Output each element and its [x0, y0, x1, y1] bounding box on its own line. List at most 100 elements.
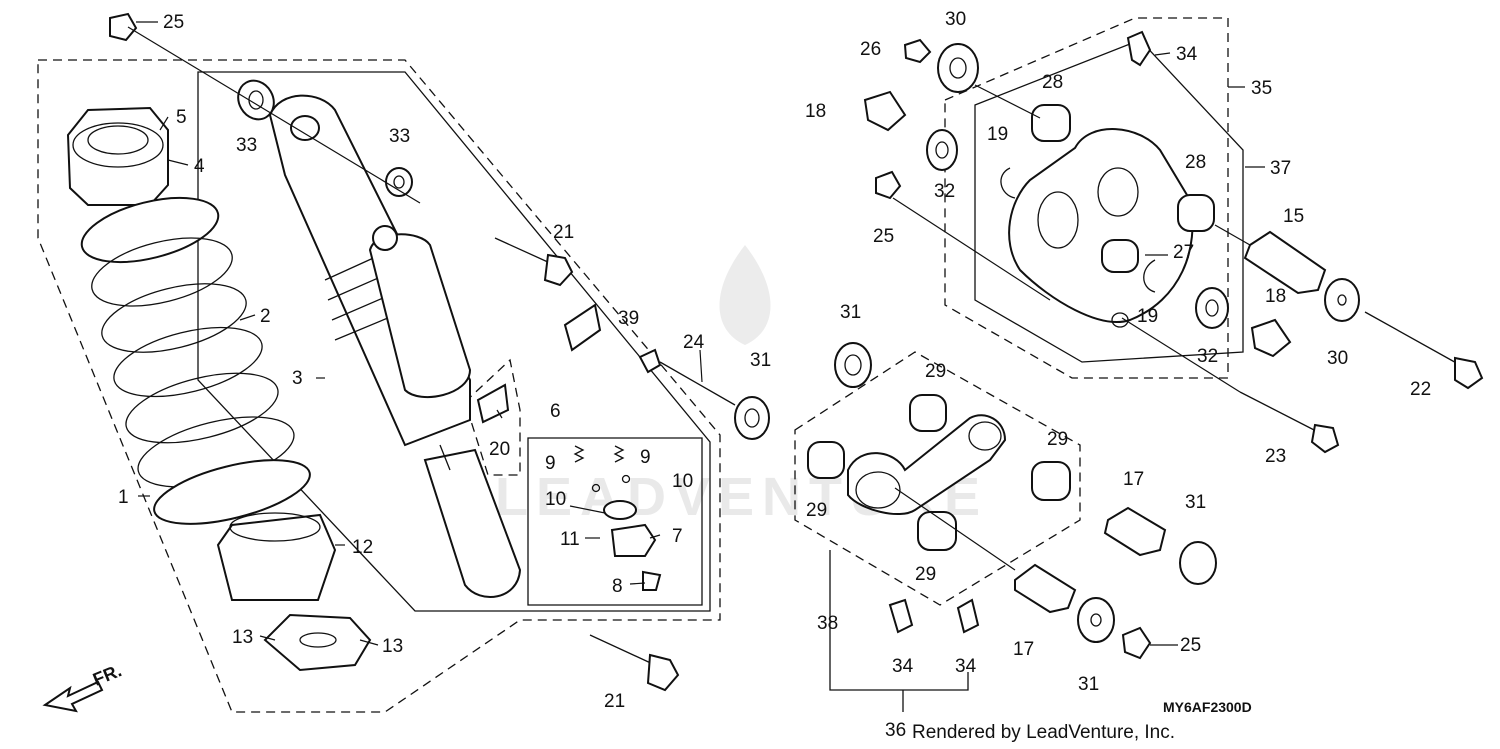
spring-seat — [263, 613, 372, 672]
washer-30-right — [1324, 278, 1360, 322]
callout-18-right: 18 — [1265, 286, 1286, 307]
callouts: 1 2 3 4 5 6 7 8 9 9 10 10 11 12 13 13 15… — [118, 9, 1431, 741]
washer-31-right — [1179, 541, 1217, 585]
nut-26 — [903, 38, 932, 64]
bolt-24 — [638, 348, 736, 406]
callout-35: 35 — [1251, 78, 1272, 99]
bearing-32-lower — [1195, 287, 1229, 329]
callout-9-left: 9 — [545, 453, 556, 474]
callout-13-left: 13 — [232, 627, 253, 648]
shock-spring — [80, 196, 311, 525]
callout-32-lower: 32 — [1197, 346, 1218, 367]
callout-30-top: 30 — [945, 9, 966, 30]
bearing-33-right — [385, 167, 413, 197]
bushing-29-c — [1031, 461, 1071, 501]
callout-31-right: 31 — [1185, 492, 1206, 513]
nut-25-arm — [875, 170, 902, 200]
shock-link — [847, 414, 1007, 515]
callout-29-top: 29 — [925, 361, 946, 382]
callout-13-right: 13 — [382, 636, 403, 657]
bolt-22 — [1364, 311, 1484, 390]
callout-28-right: 28 — [1185, 152, 1206, 173]
callout-2: 2 — [260, 306, 271, 327]
callout-11: 11 — [560, 529, 580, 550]
callout-39: 39 — [618, 308, 639, 329]
bolt-21-upper — [494, 237, 574, 287]
callout-7: 7 — [672, 526, 683, 547]
callout-25-lower: 25 — [1180, 635, 1201, 656]
bushing-29-a — [909, 394, 947, 432]
cap-18-top — [863, 90, 907, 132]
callout-27: 27 — [1173, 242, 1194, 263]
bearing-30-top — [937, 43, 979, 93]
leader-lines — [127, 21, 1265, 646]
collar-17-upper — [1103, 506, 1167, 557]
callout-25-top: 25 — [163, 12, 184, 33]
bolt-21-lower — [589, 634, 680, 692]
callout-10-right: 10 — [672, 471, 693, 492]
callout-23: 23 — [1265, 446, 1286, 467]
grease-fitting-34-top — [1126, 30, 1152, 67]
dust-seal-31-upper — [834, 342, 872, 388]
bushing-28-right — [1177, 194, 1215, 232]
bushing-29-b — [807, 441, 845, 479]
callout-24: 24 — [683, 332, 705, 353]
callout-32-upper: 32 — [934, 181, 955, 202]
spring-seat-stopper — [216, 512, 337, 601]
callout-3: 3 — [292, 368, 303, 389]
callout-33-right: 33 — [389, 126, 410, 147]
grease-fitting-34-right — [956, 598, 980, 634]
bushing-27 — [1101, 239, 1139, 273]
bearing-cap-20 — [476, 383, 510, 424]
reservoir-cap-parts — [573, 445, 662, 591]
callout-25-arm: 25 — [873, 226, 894, 247]
callout-15: 15 — [1283, 206, 1304, 227]
callout-26: 26 — [860, 39, 881, 60]
callout-31-center: 31 — [750, 350, 771, 371]
nut-25-top — [109, 12, 138, 42]
callout-33-left: 33 — [236, 135, 257, 156]
collar-15 — [1243, 230, 1327, 295]
callout-29-left: 29 — [806, 500, 827, 521]
washer-31-lower — [1077, 597, 1115, 643]
callout-28-top: 28 — [1042, 72, 1063, 93]
bearing-32-upper — [926, 129, 958, 171]
callout-17-lower: 17 — [1013, 639, 1034, 660]
circlip-19-lower — [1143, 259, 1156, 293]
callout-1: 1 — [118, 487, 129, 508]
callout-36: 36 — [885, 720, 906, 741]
callout-17-upper: 17 — [1123, 469, 1144, 490]
callout-18-top: 18 — [805, 101, 826, 122]
bushing-29-d — [917, 511, 957, 551]
front-label: FR. — [90, 660, 124, 689]
dust-seal-31-center — [734, 396, 770, 440]
bolt-23 — [1239, 391, 1340, 454]
callout-31-upper: 31 — [840, 302, 861, 323]
cap-18-right — [1250, 318, 1292, 358]
callout-12: 12 — [352, 537, 373, 558]
callout-20: 20 — [489, 439, 510, 460]
circlip-19-upper — [1000, 167, 1016, 199]
callout-31-lower: 31 — [1078, 674, 1099, 695]
diagram-code: MY6AF2300D — [1163, 699, 1252, 715]
callout-38: 38 — [817, 613, 838, 634]
callout-19-lower: 19 — [1137, 306, 1158, 327]
callout-30-right: 30 — [1327, 348, 1348, 369]
cushion-arm — [1008, 128, 1194, 328]
callout-37: 37 — [1270, 158, 1291, 179]
nut-25-lower — [1121, 626, 1152, 660]
credit-line: Rendered by LeadVenture, Inc. — [912, 722, 1175, 743]
callout-21-upper: 21 — [553, 222, 574, 243]
callout-29-right: 29 — [1047, 429, 1068, 450]
callout-19-upper: 19 — [987, 124, 1008, 145]
callout-34-right: 34 — [955, 656, 977, 677]
grease-fitting-34-left — [888, 598, 914, 634]
collar-17-lower — [1014, 563, 1077, 614]
callout-34-top: 34 — [1176, 44, 1198, 65]
callout-6: 6 — [550, 401, 561, 422]
bushing-28-top — [1031, 104, 1071, 142]
callout-34-left: 34 — [892, 656, 914, 677]
callout-4: 4 — [194, 156, 205, 177]
shock-absorber — [268, 94, 522, 598]
